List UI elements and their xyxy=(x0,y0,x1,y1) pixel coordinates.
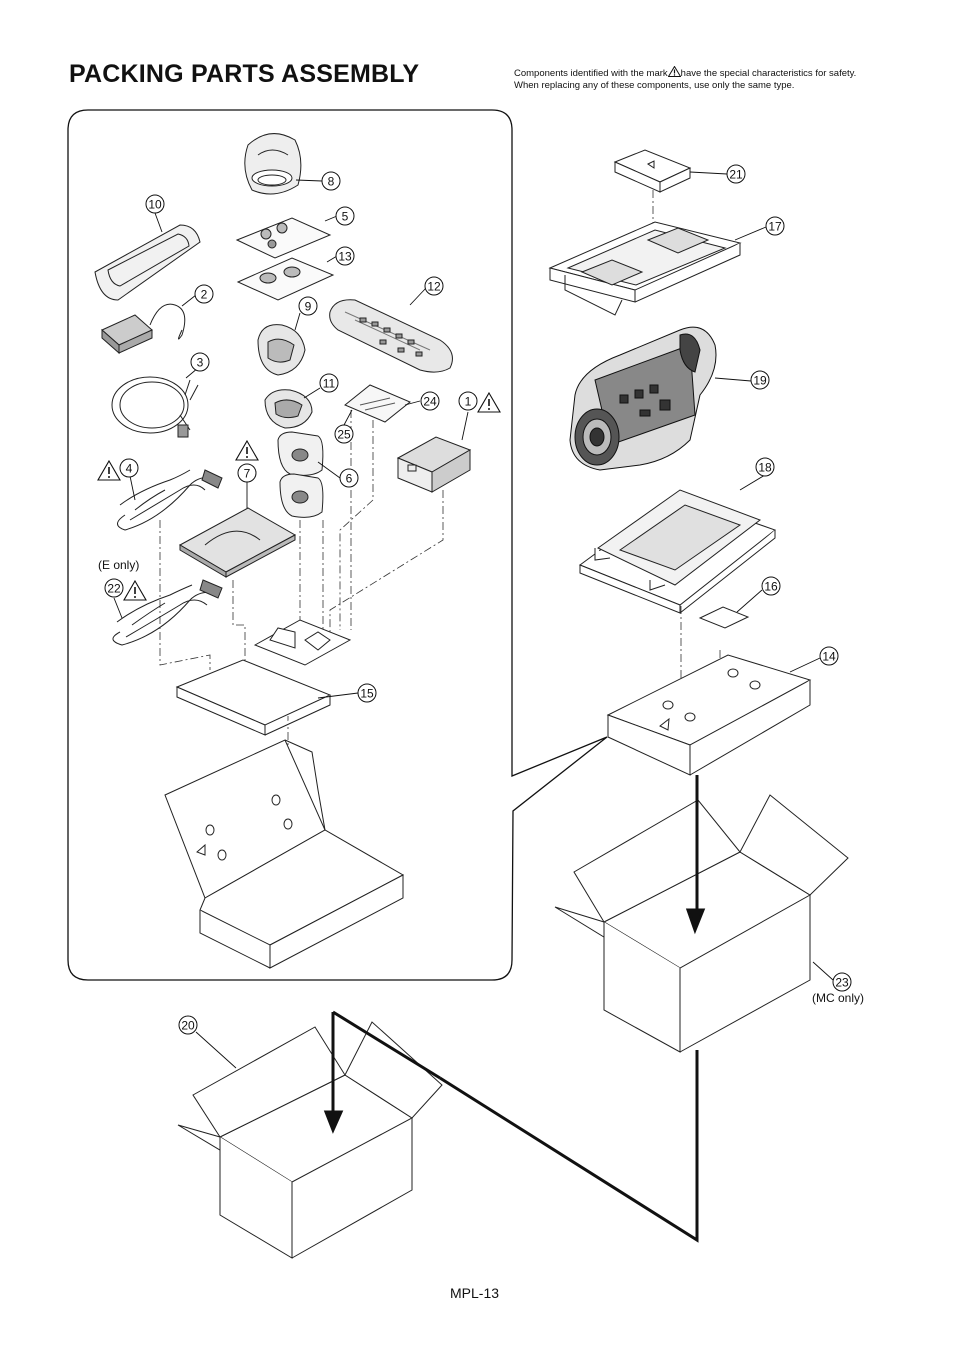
callout-number-23: 23 xyxy=(835,976,849,990)
av-cable-part xyxy=(111,376,199,438)
battery-part xyxy=(396,436,472,493)
warning-icon-7 xyxy=(235,440,259,461)
leader-lines xyxy=(113,171,834,1069)
callout-circle-22 xyxy=(104,578,124,598)
tray-part-17 xyxy=(548,221,742,316)
callout-number-3: 3 xyxy=(197,356,204,370)
clip-part xyxy=(344,384,411,423)
camcorder-part xyxy=(569,326,717,471)
callout-number-4: 4 xyxy=(126,462,133,476)
callout-labels: 8 10 5 13 12 2 9 3 19 11 24 1 25 18 4 7 … xyxy=(107,168,849,1033)
callout-number-5: 5 xyxy=(342,210,349,224)
remote-control-part xyxy=(329,299,453,373)
callout-circle-25 xyxy=(334,424,354,444)
callout-number-10: 10 xyxy=(148,198,162,212)
bag-part-6b xyxy=(279,473,324,518)
callout-circle-1 xyxy=(458,391,478,411)
callout-circle-15 xyxy=(357,683,377,703)
ac-adapter-part xyxy=(101,303,186,355)
flow-lines xyxy=(323,775,706,1243)
callout-circle-14 xyxy=(819,646,839,666)
callout-markers xyxy=(104,164,852,1035)
page-number: MPL-13 xyxy=(450,1285,500,1301)
callout-number-15: 15 xyxy=(360,687,374,701)
callout-circle-23 xyxy=(832,972,852,992)
mc-only-note: (MC only) xyxy=(812,991,864,1005)
small-parts-bag-5 xyxy=(235,217,332,259)
callout-circle-9 xyxy=(298,296,318,316)
callout-circle-19 xyxy=(750,370,770,390)
callout-circle-2 xyxy=(194,284,214,304)
small-parts-bag-13 xyxy=(236,257,335,301)
callout-circle-5 xyxy=(335,206,355,226)
spacer-part-21 xyxy=(613,149,692,193)
callout-circle-4 xyxy=(119,458,139,478)
callout-circle-21 xyxy=(726,164,746,184)
callout-number-12: 12 xyxy=(427,280,441,294)
callout-number-7: 7 xyxy=(244,467,251,481)
safety-note: Components identified with the mark have … xyxy=(514,66,856,91)
safety-note-text-1: Components identified with the mark xyxy=(514,68,668,79)
inner-box-detail xyxy=(164,739,405,969)
callout-number-1: 1 xyxy=(465,395,472,409)
safety-note-text-2: have the special characteristics for saf… xyxy=(680,68,857,79)
power-cord-part-22 xyxy=(112,579,223,646)
tray-box-part-14 xyxy=(606,654,812,776)
warning-icon-22 xyxy=(123,580,147,601)
inner-tray-part-15 xyxy=(175,659,332,736)
cushion-part-18 xyxy=(578,489,777,614)
cap-part xyxy=(264,389,313,429)
grip-part xyxy=(257,324,306,376)
callout-circle-24 xyxy=(420,391,440,411)
insert-tray xyxy=(253,619,352,666)
callout-circle-18 xyxy=(755,457,775,477)
callout-number-8: 8 xyxy=(328,175,335,189)
assembly-lines xyxy=(159,190,721,910)
callout-circle-20 xyxy=(178,1015,198,1035)
callout-circle-11 xyxy=(319,373,339,393)
callout-number-14: 14 xyxy=(822,650,836,664)
callout-circle-12 xyxy=(424,276,444,296)
callout-circle-13 xyxy=(335,246,355,266)
callout-number-18: 18 xyxy=(758,461,772,475)
callout-number-19: 19 xyxy=(753,374,767,388)
callout-circle-3 xyxy=(190,352,210,372)
callout-circle-6 xyxy=(339,468,359,488)
callout-circle-16 xyxy=(761,576,781,596)
callout-number-11: 11 xyxy=(323,377,336,391)
callout-number-16: 16 xyxy=(764,580,778,594)
callout-number-24: 24 xyxy=(423,395,437,409)
callout-number-21: 21 xyxy=(729,168,743,182)
callout-number-2: 2 xyxy=(201,288,208,302)
callout-circle-7 xyxy=(237,463,257,483)
carton-part-20 xyxy=(177,1021,443,1259)
callout-number-20: 20 xyxy=(181,1019,195,1033)
callout-circle-17 xyxy=(765,216,785,236)
power-cord-part-4 xyxy=(117,469,223,531)
label-part-16 xyxy=(698,606,750,629)
detail-frame xyxy=(67,109,608,981)
bag-part-6a xyxy=(277,431,324,476)
manual-part xyxy=(178,507,297,578)
callout-number-25: 25 xyxy=(337,428,351,442)
callout-circle-10 xyxy=(145,194,165,214)
callout-number-13: 13 xyxy=(338,250,352,264)
warning-icon-1 xyxy=(477,392,501,413)
callout-number-17: 17 xyxy=(768,220,782,234)
e-only-note: (E only) xyxy=(98,558,139,572)
carton-part-23 xyxy=(554,794,849,1053)
warning-icon xyxy=(667,66,681,77)
warning-icon-4 xyxy=(97,460,121,481)
callout-number-22: 22 xyxy=(107,582,121,596)
lens-hood-part xyxy=(244,133,302,195)
sheet-part xyxy=(94,224,201,301)
callout-circle-8 xyxy=(321,171,341,191)
safety-note-text-3: When replacing any of these components, … xyxy=(514,79,795,91)
callout-number-9: 9 xyxy=(305,300,312,314)
callout-number-6: 6 xyxy=(346,472,353,486)
page-title: PACKING PARTS ASSEMBLY xyxy=(69,60,420,88)
